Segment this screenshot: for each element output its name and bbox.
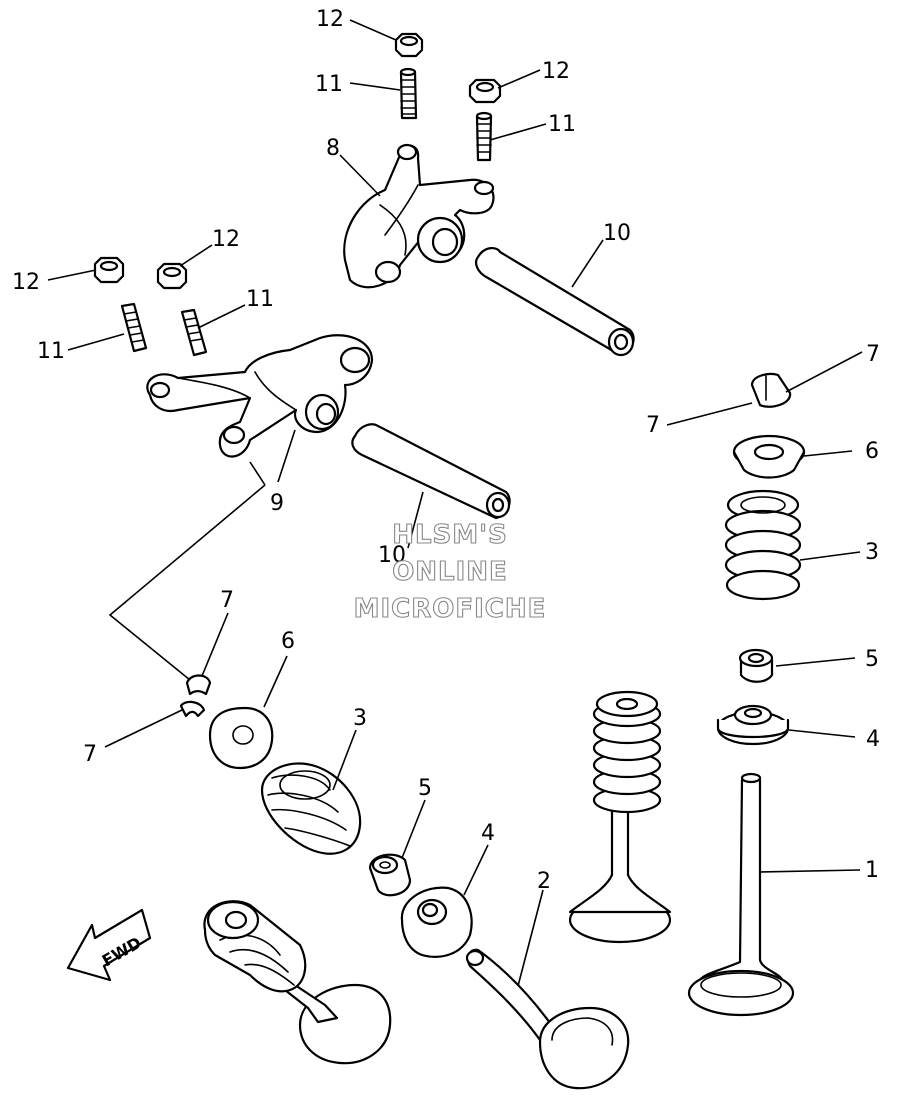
- intake-valve-2: [465, 948, 630, 1090]
- exhaust-valve-1: [687, 772, 795, 1017]
- nut-12-right: [468, 78, 502, 104]
- callout-12: 12: [316, 7, 344, 32]
- collet-7-left-b: [179, 700, 206, 718]
- callout-11: 11: [246, 287, 274, 312]
- callout-5: 5: [865, 647, 879, 672]
- callout-9: 9: [270, 491, 284, 516]
- callout-2: 2: [537, 869, 551, 894]
- rocker-arm-8: [343, 143, 495, 289]
- callout-6: 6: [865, 439, 879, 464]
- callout-3: 3: [865, 540, 879, 565]
- watermark: HLSM'S ONLINE MICROFICHE: [353, 519, 547, 624]
- callout-11: 11: [315, 72, 343, 97]
- nut-12-top: [394, 32, 424, 58]
- leader-lines: [47, 19, 863, 987]
- watermark-line-1: HLSM'S: [392, 520, 508, 550]
- fwd-arrow: FWD: [66, 908, 152, 982]
- retainer-6-left: [208, 706, 274, 770]
- nut-12-left-b: [156, 262, 188, 290]
- callout-11: 11: [37, 339, 65, 364]
- collet-7-left-a: [185, 674, 212, 696]
- collet-7-right: [750, 372, 792, 408]
- callout-7: 7: [83, 742, 97, 767]
- valve-assembly-left: [203, 900, 392, 1065]
- rocker-shaft-10-top: [475, 247, 635, 357]
- callout-12: 12: [12, 270, 40, 295]
- callout-numbers: 12 11 12 11 8 10 12 12 11 11 9 10 7 7 6 …: [12, 7, 880, 894]
- callout-4: 4: [866, 727, 880, 752]
- bolt-11-top: [399, 67, 418, 120]
- callout-10: 10: [378, 543, 406, 568]
- rocker-arm-9: [146, 334, 374, 458]
- stem-seal-5-right: [738, 648, 774, 683]
- callout-12: 12: [542, 59, 570, 84]
- watermark-line-3: MICROFICHE: [354, 594, 547, 624]
- spring-3-left: [260, 762, 362, 855]
- callout-7: 7: [220, 588, 234, 613]
- callout-4: 4: [481, 821, 495, 846]
- bolt-11-left-a: [120, 302, 148, 353]
- callout-3: 3: [353, 706, 367, 731]
- callout-8: 8: [326, 136, 340, 161]
- spring-3-right: [724, 489, 802, 601]
- watermark-line-2: ONLINE: [392, 557, 508, 587]
- rocker-shaft-10-lower: [351, 423, 511, 520]
- stem-seal-5-left: [368, 853, 412, 897]
- valve-assembly-right: [568, 690, 672, 944]
- callout-7: 7: [866, 342, 880, 367]
- callout-12: 12: [212, 227, 240, 252]
- callout-7: 7: [646, 413, 660, 438]
- callout-11: 11: [548, 112, 576, 137]
- nut-12-left-a: [93, 256, 125, 284]
- callout-6: 6: [281, 629, 295, 654]
- retainer-6-right: [732, 434, 806, 479]
- seat-4-left: [400, 886, 473, 958]
- callout-5: 5: [418, 776, 432, 801]
- callout-1: 1: [865, 858, 879, 883]
- bolt-11-right: [475, 111, 493, 162]
- bolt-11-left-b: [180, 308, 208, 357]
- seat-4-right: [716, 704, 790, 746]
- callout-10: 10: [603, 221, 631, 246]
